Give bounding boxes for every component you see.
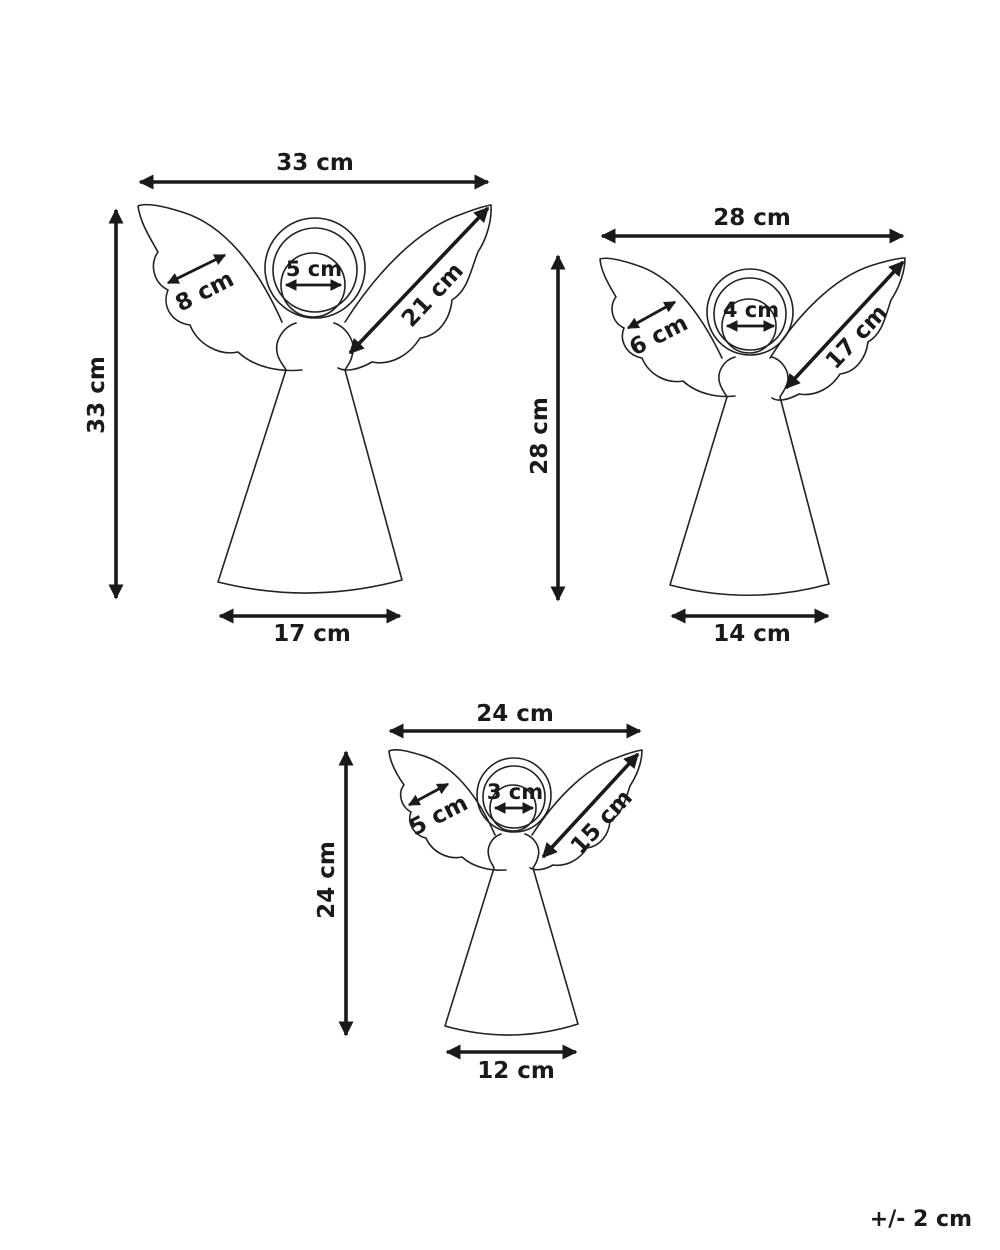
face-label: 3 cm — [487, 780, 543, 804]
wing-inner-label: 6 cm — [625, 310, 692, 361]
wing-inner-label: 8 cm — [171, 266, 238, 317]
height-label: 28 cm — [527, 397, 553, 475]
head — [489, 784, 537, 832]
angel-large: 33 cm 33 cm 17 cm 21 cm 8 cm 5 cm — [84, 150, 492, 647]
left-wing — [137, 203, 303, 372]
angel-small: 24 cm 24 cm 12 cm 15 cm 5 cm 3 cm — [314, 701, 643, 1084]
head — [280, 252, 346, 318]
height-label: 24 cm — [314, 841, 340, 919]
width-label: 28 cm — [713, 205, 791, 231]
wing-inner-arrow — [166, 253, 227, 285]
robe — [217, 322, 403, 594]
head — [721, 298, 777, 354]
wing-arrow — [348, 206, 490, 355]
robe — [444, 833, 579, 1036]
wing-arrow — [784, 260, 905, 390]
wing-inner-arrow — [407, 782, 450, 807]
base-label: 14 cm — [713, 621, 791, 647]
wing-inner-arrow — [626, 300, 677, 330]
face-label: 5 cm — [286, 257, 342, 281]
base-label: 17 cm — [273, 621, 351, 647]
wing-arrow — [541, 752, 640, 859]
robe — [669, 356, 830, 597]
height-label: 33 cm — [84, 356, 110, 434]
left-wing — [599, 257, 736, 398]
base-label: 12 cm — [477, 1058, 555, 1084]
angel-medium: 28 cm 28 cm 14 cm 17 cm 6 cm 4 cm — [527, 205, 906, 647]
width-label: 33 cm — [276, 150, 354, 176]
left-wing — [388, 749, 507, 871]
tolerance-note: +/- 2 cm — [869, 1207, 972, 1232]
wing-inner-label: 5 cm — [405, 790, 472, 841]
width-label: 24 cm — [476, 701, 554, 727]
face-label: 4 cm — [723, 298, 779, 322]
